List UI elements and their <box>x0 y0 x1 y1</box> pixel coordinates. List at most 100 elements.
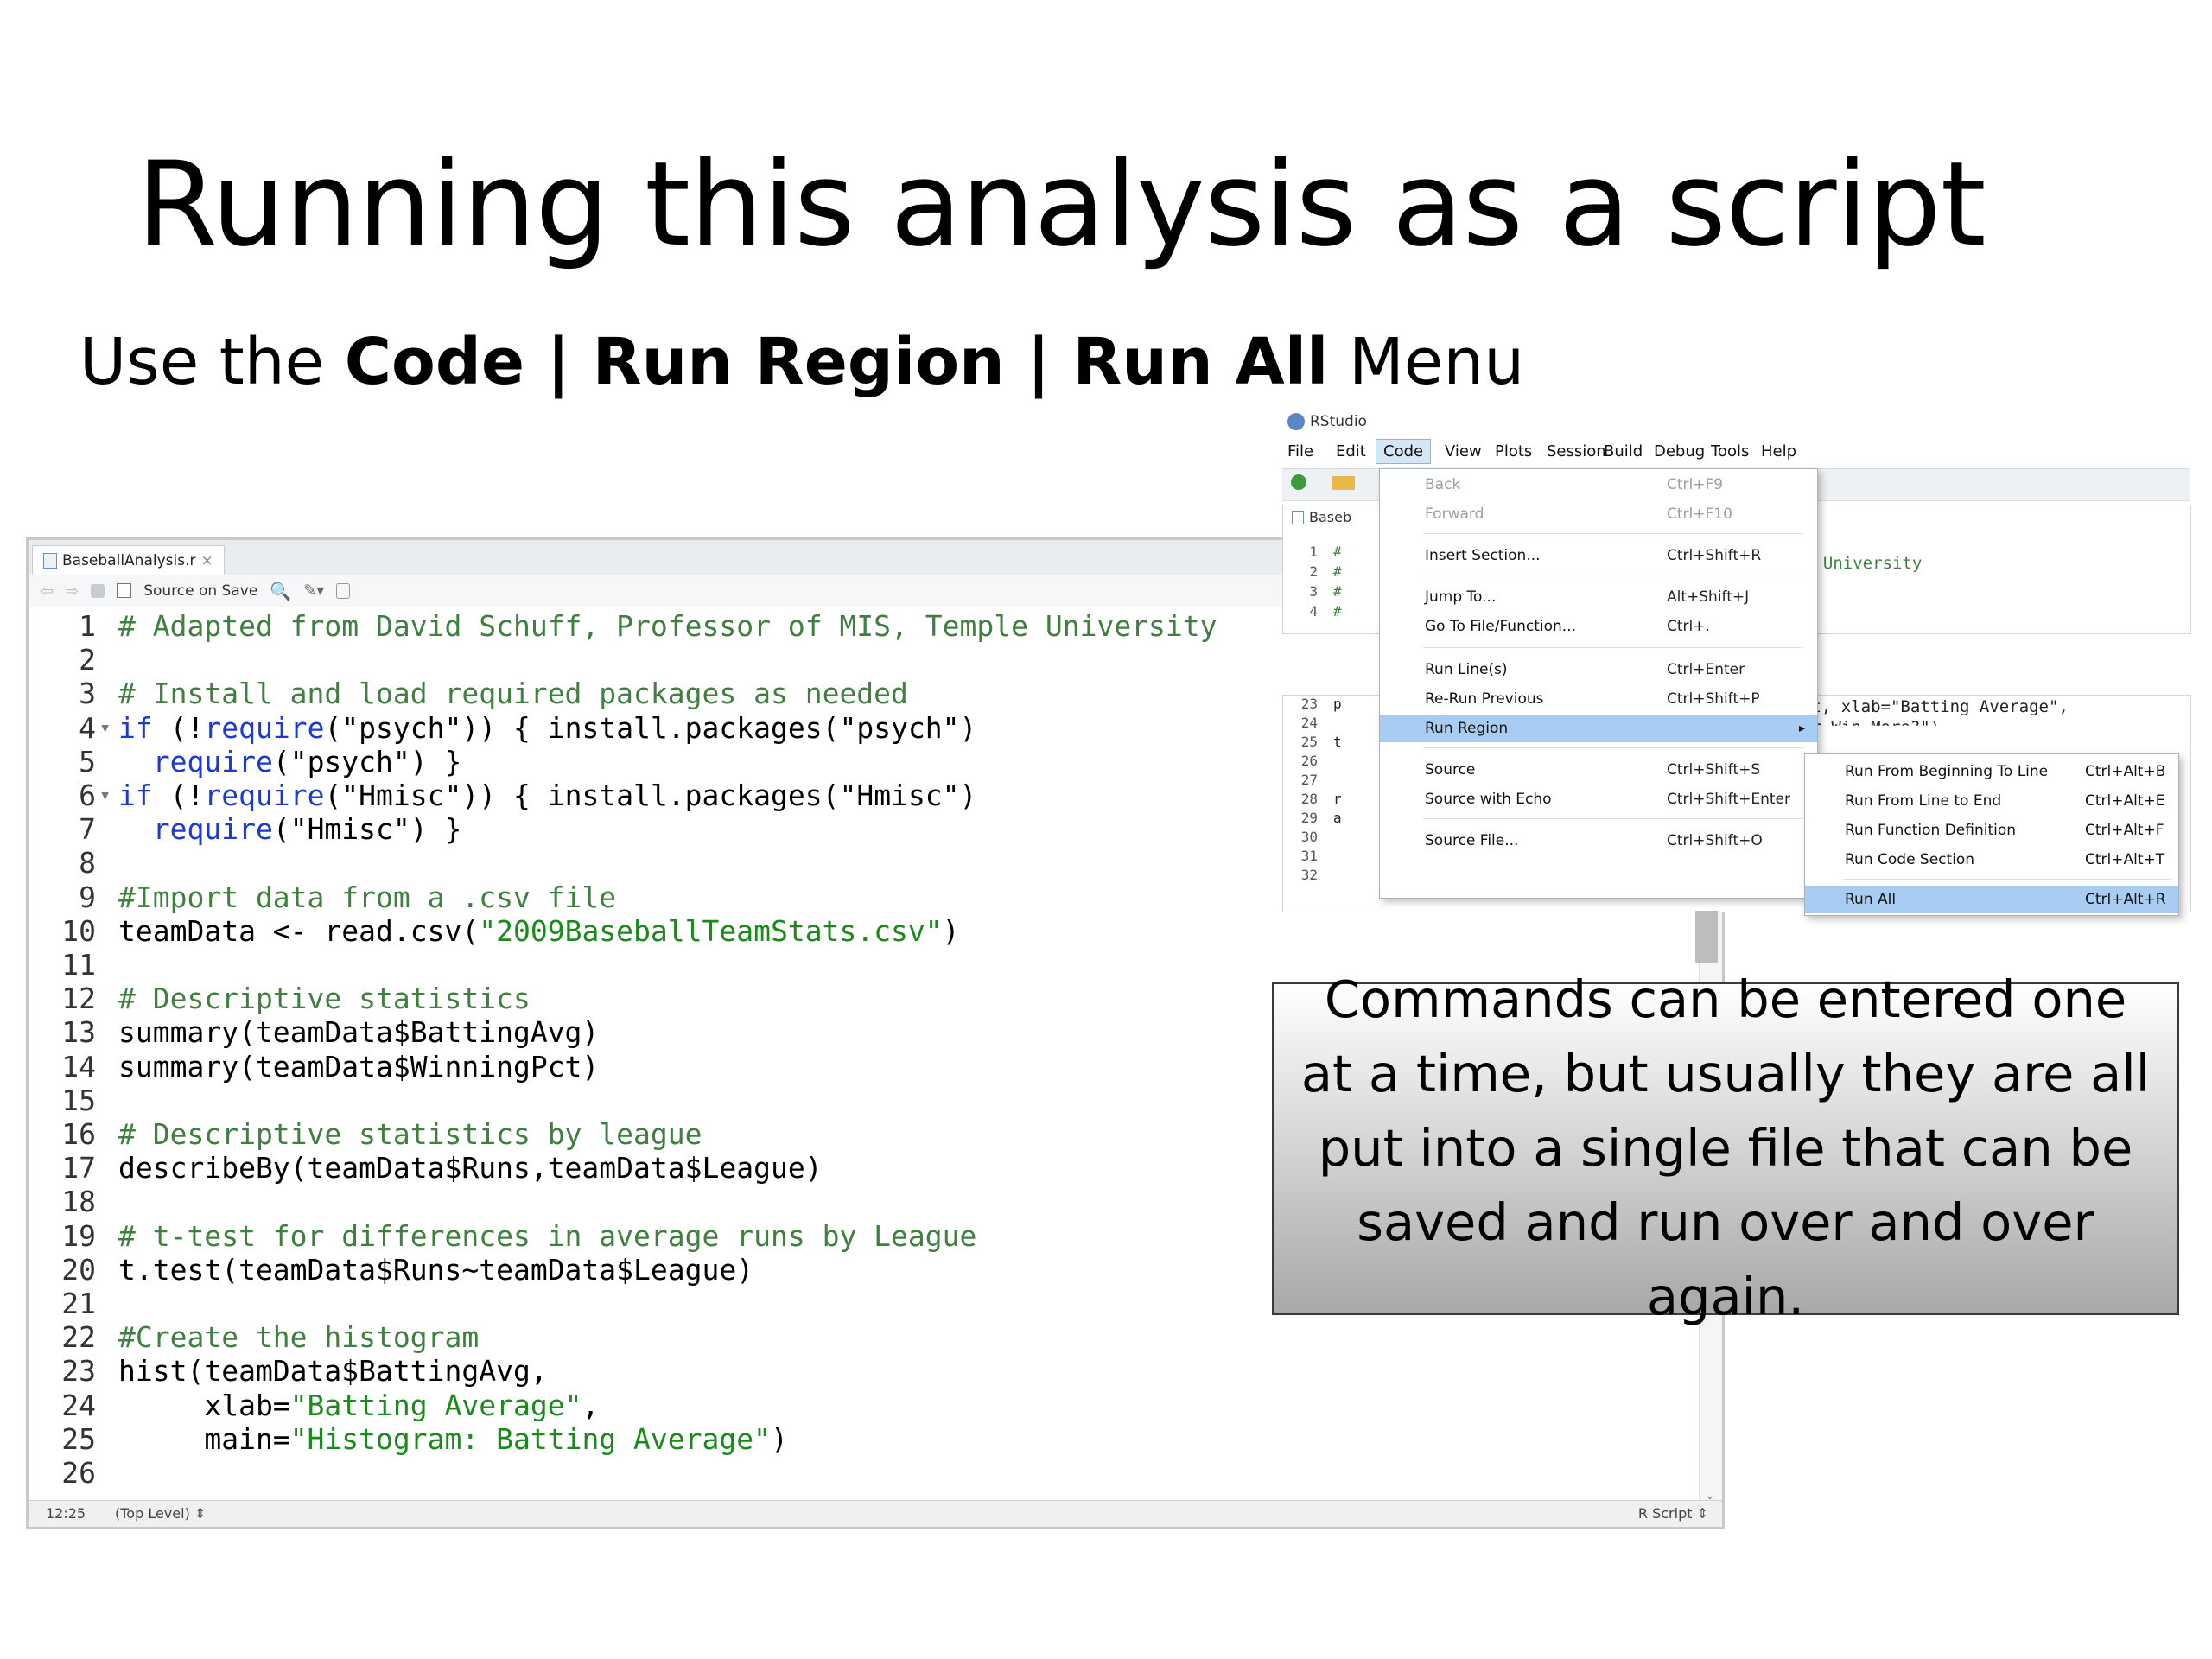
code-line[interactable]: 26 <box>29 1456 1670 1491</box>
slide-title: Running this analysis as a script <box>137 137 1986 272</box>
menu-code[interactable]: Code <box>1376 439 1432 464</box>
code-menu-item-jump-to[interactable]: Jump To...Alt+Shift+J <box>1380 583 1817 611</box>
code-token: #Import data from a .csv file <box>118 880 617 914</box>
code-line[interactable]: 25 main="Histogram: Batting Average") <box>29 1422 1670 1457</box>
code-line[interactable]: 4▾if (!require("psych")) { install.packa… <box>29 711 1670 746</box>
code-menu-item-insert-section[interactable]: Insert Section...Ctrl+Shift+R <box>1380 542 1817 569</box>
line-number: 10 <box>61 913 96 948</box>
tab-close-icon[interactable]: × <box>200 552 213 569</box>
code-text: summary(teamData$BattingAvg) <box>118 1015 599 1050</box>
menu-item-shortcut: Ctrl+Shift+R <box>1667 547 1762 564</box>
menu-item-shortcut: Ctrl+Alt+T <box>2085 851 2165 868</box>
code-token: require <box>204 710 325 745</box>
menu-tools[interactable]: Tools <box>1711 442 1750 461</box>
code-line[interactable]: 5 require("psych") } <box>29 745 1670 779</box>
code-line[interactable]: 18 <box>29 1185 1670 1219</box>
search-icon[interactable]: 🔍 <box>270 580 292 601</box>
code-line[interactable]: 3# Install and load required packages as… <box>29 677 1670 711</box>
scope-selector[interactable]: (Top Level) ⇕ <box>115 1505 207 1522</box>
code-line[interactable]: 16# Descriptive statistics by league <box>29 1117 1670 1152</box>
code-line[interactable]: 24 xlab="Batting Average", <box>29 1389 1670 1423</box>
code-area[interactable]: 1# Adapted from David Schuff, Professor … <box>29 609 1722 1491</box>
menu-session[interactable]: Session <box>1547 442 1606 461</box>
editor-tab[interactable]: BaseballAnalysis.r × <box>32 545 225 575</box>
rstudio-line-number: 27 <box>1300 772 1318 788</box>
menu-debug[interactable]: Debug <box>1654 442 1706 461</box>
code-line[interactable]: 21 <box>29 1287 1670 1321</box>
code-menu-item-run-line-s[interactable]: Run Line(s) Ctrl+Enter <box>1380 656 1817 683</box>
code-token: # Descriptive statistics <box>118 982 531 1016</box>
open-folder-icon[interactable] <box>1332 476 1355 490</box>
menu-plots[interactable]: Plots <box>1495 442 1533 461</box>
fold-toggle-icon[interactable]: ▾ <box>99 716 111 739</box>
source-on-save-checkbox[interactable] <box>117 583 132 598</box>
code-text: main="Histogram: Batting Average") <box>118 1422 788 1457</box>
forward-arrow-icon[interactable]: ⇨ <box>66 582 79 601</box>
pane-splitter-lower[interactable] <box>1695 911 1718 963</box>
line-number: 4 <box>79 710 96 745</box>
code-menu-item-run-region[interactable]: Run Region▸ <box>1380 715 1817 742</box>
menu-item-label: Source <box>1425 761 1476 779</box>
code-line[interactable]: 2 <box>29 643 1670 677</box>
code-line[interactable]: 7 require("Hmisc") } <box>29 812 1670 847</box>
code-line[interactable]: 22#Create the histogram <box>29 1320 1670 1355</box>
line-number: 3 <box>79 677 96 711</box>
menu-item-label: Run Line(s) <box>1425 661 1508 678</box>
code-token: # Descriptive statistics by league <box>118 1117 702 1151</box>
menu-item-shortcut: Ctrl+Enter <box>1667 661 1745 678</box>
rstudio-line-number: 25 <box>1300 734 1318 750</box>
scroll-down-icon[interactable]: ⌄ <box>1705 1489 1715 1503</box>
menu-item-shortcut: Ctrl+. <box>1667 618 1710 635</box>
new-file-icon[interactable] <box>1291 474 1306 490</box>
code-line[interactable]: 11 <box>29 948 1670 982</box>
code-line[interactable]: 8 <box>29 846 1670 880</box>
back-arrow-icon[interactable]: ⇦ <box>41 582 54 601</box>
rstudio-line-number: 1 <box>1309 543 1318 560</box>
code-text: teamData <- read.csv("2009BaseballTeamSt… <box>118 914 960 949</box>
code-line[interactable]: 15 <box>29 1084 1670 1118</box>
menu-view[interactable]: View <box>1445 442 1482 461</box>
wand-icon[interactable]: ✎▾ <box>303 582 325 600</box>
menu-item-label: Back <box>1425 476 1461 493</box>
code-line[interactable]: 9#Import data from a .csv file <box>29 880 1670 915</box>
file-type-selector[interactable]: R Script ⇕ <box>1637 1505 1708 1522</box>
code-fragment-hash: # <box>1333 603 1342 620</box>
code-line[interactable]: 12# Descriptive statistics <box>29 982 1670 1016</box>
compile-report-icon[interactable] <box>336 582 351 599</box>
fold-toggle-icon[interactable]: ▾ <box>99 785 111 806</box>
code-line[interactable]: 1# Adapted from David Schuff, Professor … <box>29 609 1670 644</box>
menu-separator <box>1423 647 1803 648</box>
menu-file[interactable]: File <box>1287 442 1314 461</box>
code-line[interactable]: 19# t-test for differences in average ru… <box>29 1219 1670 1254</box>
menu-help[interactable]: Help <box>1761 442 1797 461</box>
code-menu-item-source-file[interactable]: Source File...Ctrl+Shift+O <box>1380 827 1817 855</box>
save-icon[interactable] <box>91 583 105 598</box>
code-line[interactable]: 6▾if (!require("Hmisc")) { install.packa… <box>29 779 1670 813</box>
line-number: 24 <box>61 1388 96 1422</box>
code-line[interactable]: 10 teamData <- read.csv("2009BaseballTeam… <box>29 914 1670 949</box>
menu-build[interactable]: Build <box>1604 442 1643 461</box>
code-token: if <box>118 779 153 812</box>
code-token: teamData <- read.csv( <box>118 913 480 948</box>
code-menu-item-go-to-file-function[interactable]: Go To File/Function...Ctrl+. <box>1380 613 1817 640</box>
line-number: 14 <box>61 1049 96 1084</box>
menu-separator <box>1423 747 1803 748</box>
menu-edit[interactable]: Edit <box>1336 442 1366 461</box>
code-token <box>118 745 153 779</box>
